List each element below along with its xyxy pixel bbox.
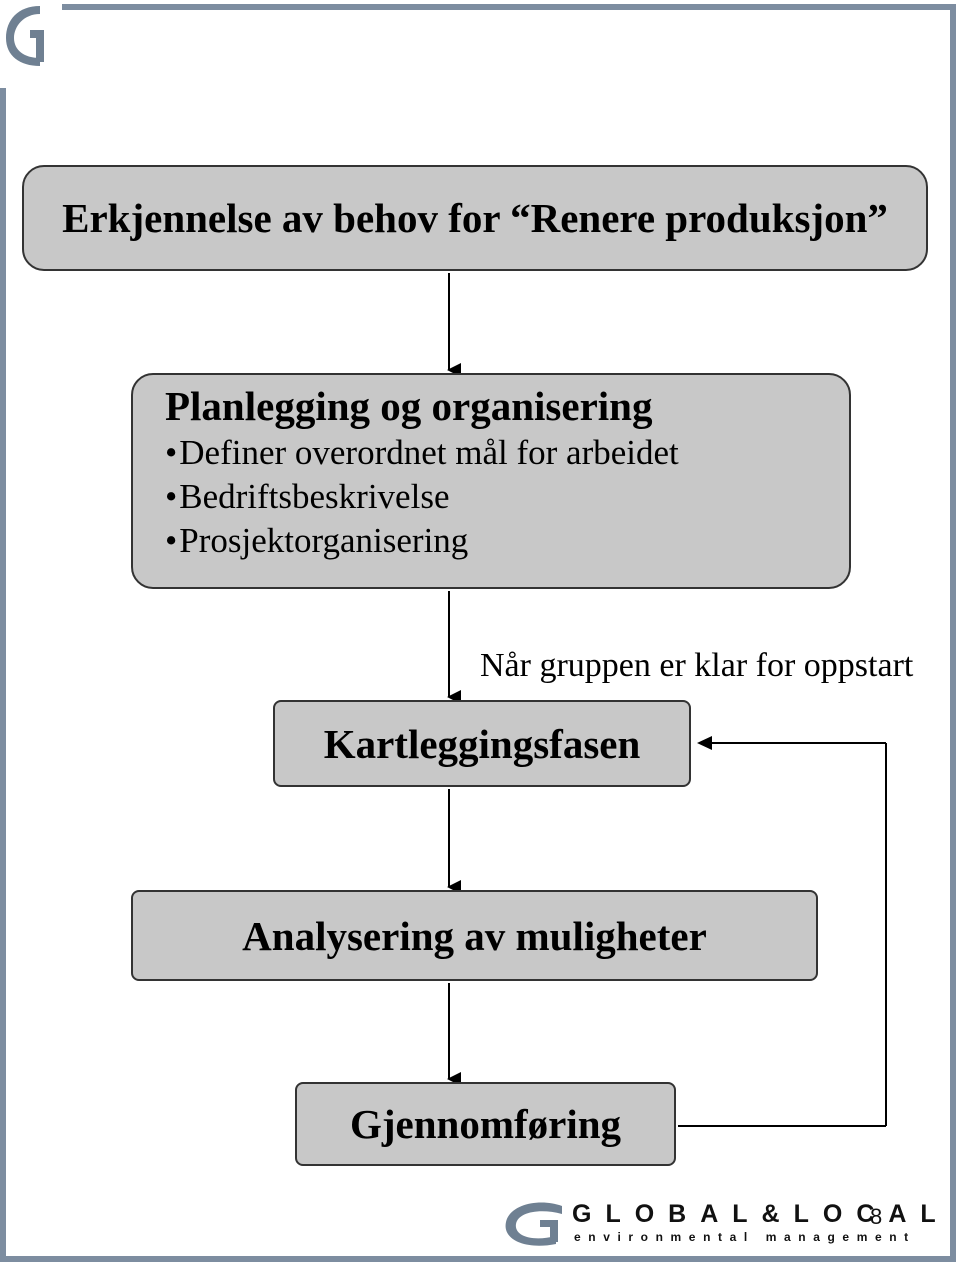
planning-bullet: •Prosjektorganisering [165,521,469,560]
page-number: 8 [870,1204,883,1229]
box-execution: Gjennomføring [295,1082,676,1166]
brand-tagline: environmental management [574,1230,916,1244]
slide-frame-bottom [0,1256,956,1262]
feedback-arrowhead [697,736,712,750]
planning-bullet: •Definer overordnet mål for arbeidet [165,433,679,472]
planning-bullet: •Bedriftsbeskrivelse [165,477,450,516]
slide-frame-left [0,88,6,1262]
planning-bullet-list: •Definer overordnet mål for arbeidet •Be… [165,431,849,563]
box-planning-title: Planlegging og organisering [165,383,653,429]
box-mapping-title: Kartleggingsfasen [323,720,641,767]
brand-mark-icon [505,1202,562,1246]
box-need-title: Erkjennelse av behov for “Renere produks… [62,195,888,241]
corner-logo-icon [6,6,44,66]
feedback-loop-connector [678,736,887,1127]
box-analysis: Analysering av muligheter [131,890,818,981]
box-mapping-phase: Kartleggingsfasen [273,700,691,787]
brand-name: GLOBAL&LOCAL [572,1200,950,1228]
start-condition-note: Når gruppen er klar for oppstart [480,647,914,684]
box-execution-title: Gjennomføring [349,1101,622,1147]
slide-frame-right [950,4,956,1262]
box-analysis-title: Analysering av muligheter [242,912,707,959]
slide-frame-top [62,4,956,10]
box-planning: Planlegging og organisering •Definer ove… [131,373,851,589]
brand-logo: GLOBAL&LOCAL environmental management [500,1196,936,1252]
box-need-recognition: Erkjennelse av behov for “Renere produks… [22,165,928,271]
